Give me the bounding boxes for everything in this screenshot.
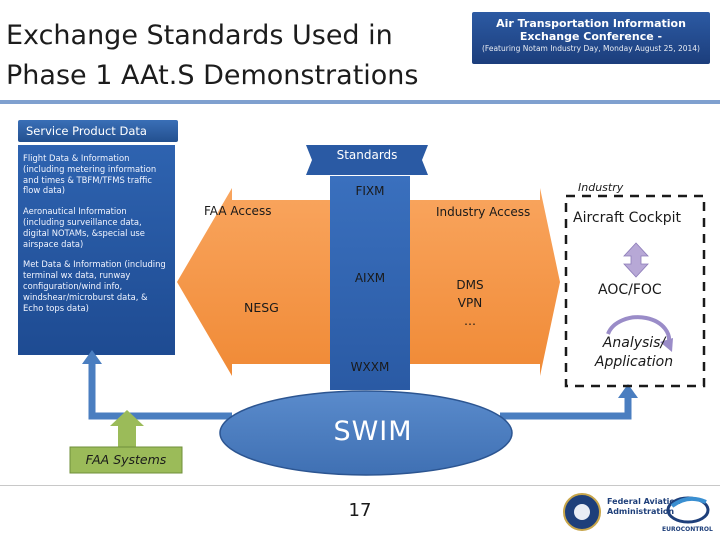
faa-systems-arrow <box>110 410 144 448</box>
aircraft-cockpit-label: Aircraft Cockpit <box>573 210 681 226</box>
wxxm-label: WXXM <box>350 360 390 374</box>
industry-dashed-box <box>564 194 706 388</box>
faa-access-label: FAA Access <box>204 204 272 218</box>
service-product-data-panel: Flight Data & Information (including met… <box>18 145 175 355</box>
faa-logo-text: Federal Aviation Administration <box>607 497 681 517</box>
standards-column <box>330 176 410 390</box>
page-number: 17 <box>348 500 372 521</box>
industry-up-arrowhead <box>618 384 638 398</box>
met-data-entry: Met Data & Information (including termin… <box>23 259 166 313</box>
ellipsis-label: … <box>464 314 476 328</box>
standards-banner <box>306 145 428 175</box>
analysis-line-1: Analysis/ <box>602 335 666 351</box>
conference-banner: Air Transportation Information Exchange … <box>472 12 710 64</box>
industry-access-label: Industry Access <box>436 205 531 219</box>
eurocontrol-text: EUROCONTROL <box>662 526 713 533</box>
standards-label: Standards <box>336 148 398 162</box>
industry-header: Industry <box>578 181 624 194</box>
analysis-arrowhead <box>660 338 673 352</box>
banner-line-2: Exchange Conference - <box>519 30 663 43</box>
nesg-label: NESG <box>244 300 279 315</box>
title-line-1: Exchange Standards Used in <box>6 20 393 51</box>
analysis-line-2: Application <box>594 354 674 370</box>
faa-seal-logo <box>563 493 601 531</box>
swim-to-industry-connector <box>500 396 632 420</box>
title-line-2: Phase 1 AAt.S Demonstrations <box>6 60 419 91</box>
analysis-application-label: Analysis/ Application <box>586 334 682 372</box>
fixm-label: FIXM <box>355 184 385 198</box>
aoc-foc-label: AOC/FOC <box>598 282 662 298</box>
spd-up-arrowhead <box>82 350 102 364</box>
page-title: Exchange Standards Used in Phase 1 AAt.S… <box>6 16 456 96</box>
banner-line-3: (Featuring Notam Industry Day, Monday Au… <box>482 44 700 53</box>
faa-logo-line-1: Federal Aviation <box>607 497 681 506</box>
analysis-circular-arrow <box>606 315 672 347</box>
dms-label: DMS <box>456 278 484 292</box>
faa-systems-label: FAA Systems <box>85 452 167 467</box>
cockpit-aoc-double-arrow <box>623 242 649 278</box>
swim-label: SWIM <box>333 416 413 447</box>
aixm-label: AIXM <box>354 271 386 285</box>
spd-to-swim-connector <box>88 356 232 420</box>
eurocontrol-logo-icon <box>666 496 710 524</box>
vpn-label: VPN <box>457 296 483 310</box>
aeronautical-info-entry: Aeronautical Information (including surv… <box>23 206 145 249</box>
title-divider <box>0 100 720 104</box>
faa-logo-line-2: Administration <box>607 507 675 516</box>
banner-line-1: Air Transportation Information <box>496 17 686 30</box>
dms-vpn-list: DMS VPN … <box>430 276 510 330</box>
flight-data-entry: Flight Data & Information (including met… <box>23 153 157 196</box>
faa-systems-box <box>69 446 183 474</box>
service-product-data-header: Service Product Data <box>18 120 178 142</box>
swim-ellipse <box>219 390 513 476</box>
footer-divider <box>0 485 720 486</box>
